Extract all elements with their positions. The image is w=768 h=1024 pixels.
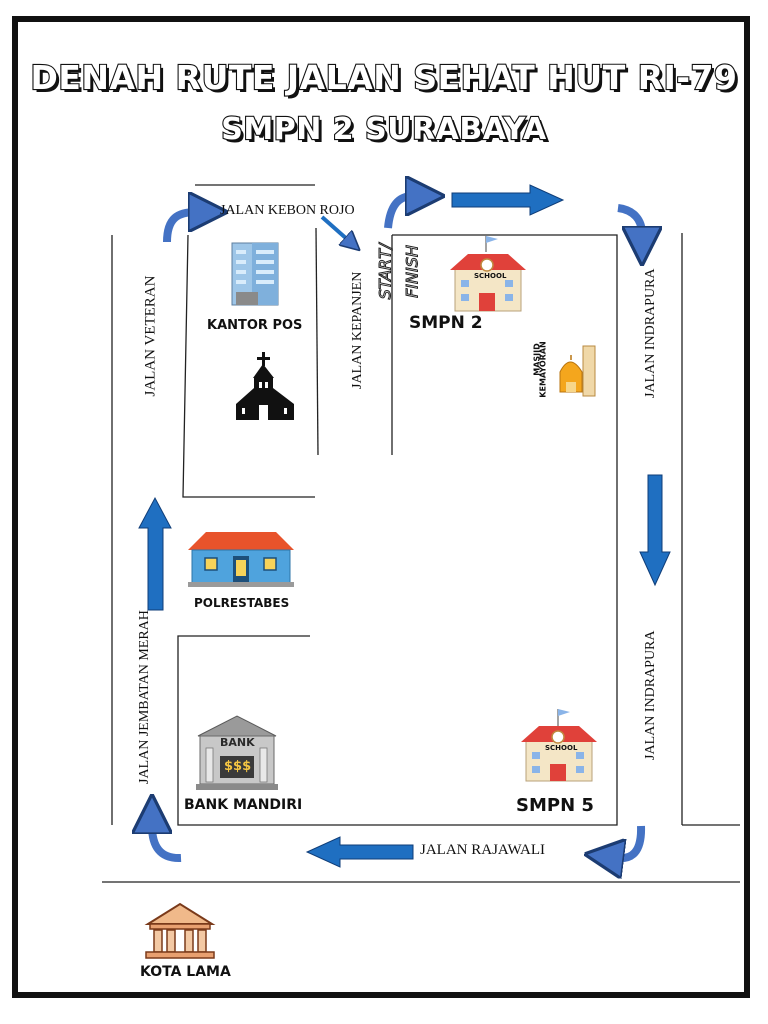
school-sign-smpn5: SCHOOL: [545, 744, 578, 752]
street-rajawali: JALAN RAJAWALI: [420, 842, 546, 858]
mosque-icon: [559, 345, 596, 397]
turn-arrow-rajawali: [616, 825, 646, 858]
map-subtitle: SMPN 2 SURABAYA: [220, 111, 547, 148]
school-smpn2-icon: [450, 236, 526, 312]
turn-arrow-indrapura: [617, 204, 642, 234]
map-title: DENAH RUTE JALAN SEHAT HUT RI-79: [29, 57, 738, 98]
turn-arrow-jembatan-merah: [152, 826, 182, 863]
label-kemayoran: KEMAYORAN: [538, 341, 548, 398]
turn-arrow-veteran-kebonrojo: [163, 212, 196, 243]
arrow-right-east: [451, 184, 565, 216]
museum-icon: [144, 902, 216, 959]
label-bank-mandiri: BANK MANDIRI: [184, 797, 303, 813]
street-jembatan-merah: JALAN JEMBATAN MERAH: [137, 610, 152, 784]
bank-money-sign: $$$: [224, 759, 252, 774]
turn-arrow-start: [384, 196, 413, 229]
church-icon: [236, 352, 294, 420]
street-veteran: JALAN VETERAN: [142, 275, 159, 397]
office-building-icon: [231, 242, 279, 306]
arrow-left-rajawali: [305, 836, 414, 868]
label-start: START/: [375, 243, 395, 300]
label-kota-lama: KOTA LAMA: [140, 964, 231, 980]
label-smpn2: SMPN 2: [409, 313, 483, 333]
map-border: [12, 16, 750, 998]
bank-sign: BANK: [220, 736, 255, 749]
label-smpn5: SMPN 5: [516, 795, 594, 816]
route-arrows: [138, 184, 671, 868]
street-kepanjen: JALAN KEPANJEN: [350, 271, 365, 389]
label-finish: FINISH: [402, 245, 422, 299]
school-sign-smpn2: SCHOOL: [474, 272, 507, 280]
police-station-icon: [188, 532, 294, 587]
label-kantor-pos: KANTOR POS: [207, 318, 303, 333]
street-kebon-rojo: JALAN KEBON ROJO: [220, 203, 355, 218]
bank-icon: [196, 715, 278, 790]
street-indrapura-bottom: JALAN INDRAPURA: [643, 630, 658, 760]
arrow-down-indrapura: [639, 474, 671, 587]
road-lines: [102, 184, 740, 883]
street-indrapura-top: JALAN INDRAPURA: [643, 268, 658, 398]
arrow-kepanjen: [320, 215, 348, 240]
turn-arrows: [152, 196, 642, 858]
arrow-up-jembatan-merah: [138, 496, 172, 611]
label-polrestabes: POLRESTABES: [194, 596, 290, 610]
school-smpn5-icon: [521, 709, 597, 782]
